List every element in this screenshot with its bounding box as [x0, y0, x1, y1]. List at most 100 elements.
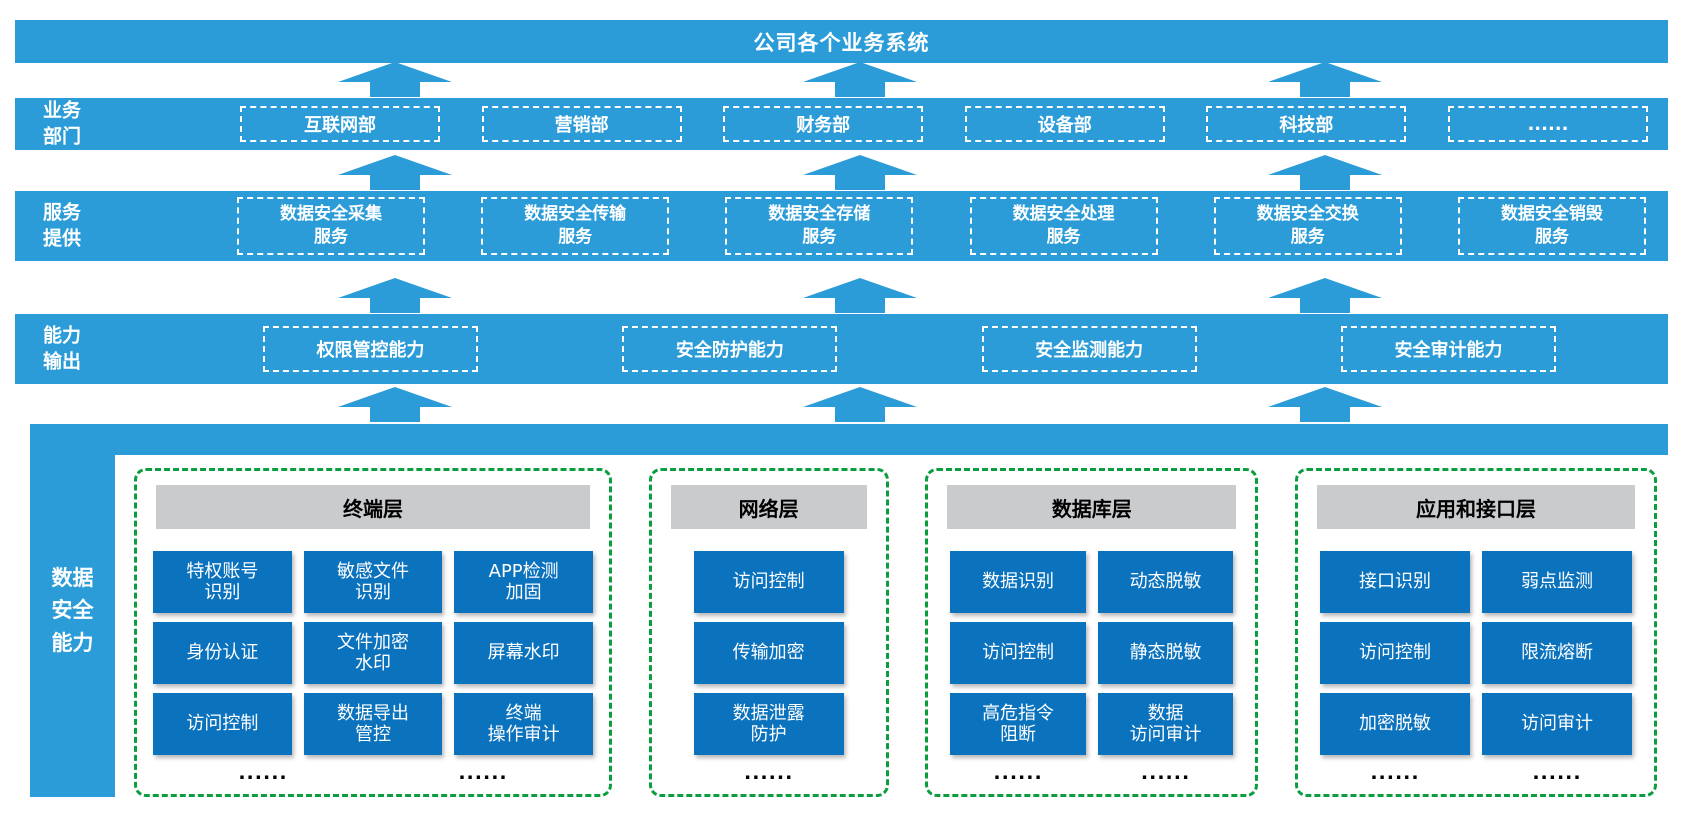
arrow-gap	[0, 278, 1684, 314]
up-arrow	[1268, 155, 1382, 190]
ellipsis-dots-row: ......	[668, 755, 870, 790]
database-layer-grid: 数据识别 动态脱敏 访问控制 静态脱敏 高危指令 阻断 数据 访问审计	[944, 551, 1239, 755]
capability-item: 访问控制	[950, 622, 1086, 684]
capability-item: 弱点监测	[1481, 551, 1632, 613]
capability-item: 访问控制	[153, 693, 292, 755]
capability-item: 身份认证	[153, 622, 292, 684]
business-departments-band: 业务 部门 互联网部 营销部 财务部 设备部 科技部 ......	[15, 98, 1668, 150]
department-boxes: 互联网部 营销部 财务部 设备部 科技部 ......	[240, 98, 1648, 150]
up-arrow-stem	[835, 175, 885, 190]
capability-boxes: 权限管控能力 安全防护能力 安全监测能力 安全审计能力	[263, 314, 1556, 384]
network-layer-box: 网络层 访问控制 传输加密 数据泄露 防护 ......	[648, 468, 889, 797]
up-arrow	[1268, 387, 1382, 422]
capability-item: 数据泄露 防护	[693, 693, 844, 755]
capability-item: 终端 操作审计	[454, 693, 593, 755]
ellipsis-dots: ......	[1532, 761, 1582, 784]
data-security-section-top-band	[30, 424, 1668, 455]
up-arrow-head	[338, 155, 452, 175]
department-box: 营销部	[481, 106, 682, 142]
database-layer-box: 数据库层 数据识别 动态脱敏 访问控制 静态脱敏 高危指令 阻断 数据 访问审计…	[925, 468, 1259, 797]
up-arrow-head	[338, 387, 452, 407]
up-arrow-head	[803, 387, 917, 407]
capability-item: 动态脱敏	[1097, 551, 1234, 613]
capability-item: 限流熔断	[1481, 622, 1632, 684]
ellipsis-dots-row: ...... ......	[1314, 755, 1638, 790]
layer-header-network: 网络层	[670, 485, 867, 529]
capability-item: 静态脱敏	[1097, 622, 1234, 684]
layer-header-terminal: 终端层	[156, 485, 590, 529]
up-arrow-head	[803, 278, 917, 298]
service-provision-band: 服务 提供 数据安全采集 服务 数据安全传输 服务 数据安全存储 服务 数据安全…	[15, 191, 1668, 261]
arrow-gap	[0, 155, 1684, 191]
data-security-capability-label: 数据 安全 能力	[30, 424, 115, 797]
department-box-ellipsis: ......	[1447, 106, 1648, 142]
capability-output-band: 能力 输出 权限管控能力 安全防护能力 安全监测能力 安全审计能力	[15, 314, 1668, 384]
up-arrow-head	[1268, 62, 1382, 82]
capability-item: 文件加密 水印	[303, 622, 443, 684]
capability-item: 数据 访问审计	[1097, 693, 1234, 755]
band-label-business-departments: 业务 部门	[43, 99, 82, 147]
capability-item: 数据导出 管控	[303, 693, 443, 755]
capability-item: 访问审计	[1481, 693, 1632, 755]
up-arrow-stem	[835, 82, 885, 97]
terminal-layer-box: 终端层 特权账号 识别 敏感文件 识别 APP检测 加固 身份认证 文件加密 水…	[134, 468, 612, 797]
ellipsis-dots: ......	[993, 761, 1043, 784]
service-box: 数据安全销毁 服务	[1457, 197, 1646, 255]
up-arrow-stem	[1300, 407, 1350, 422]
capability-item: 屏幕水印	[454, 622, 593, 684]
up-arrow	[338, 62, 452, 97]
service-box: 数据安全存储 服务	[725, 197, 914, 255]
layer-header-app-interface: 应用和接口层	[1316, 485, 1635, 529]
ellipsis-dots: ......	[238, 761, 288, 784]
up-arrow-head	[1268, 155, 1382, 175]
layer-header-database: 数据库层	[947, 485, 1237, 529]
ellipsis-dots: ......	[744, 761, 794, 784]
up-arrow	[803, 62, 917, 97]
service-box: 数据安全采集 服务	[237, 197, 425, 255]
department-box: 科技部	[1206, 106, 1407, 142]
capability-item: 访问控制	[1319, 622, 1470, 684]
up-arrow-head	[803, 62, 917, 82]
up-arrow	[803, 278, 917, 313]
up-arrow	[803, 387, 917, 422]
ellipsis-dots-row: ...... ......	[944, 755, 1239, 790]
up-arrow-stem	[370, 407, 420, 422]
ellipsis-dots: ......	[1370, 761, 1420, 784]
arrow-gap	[0, 62, 1684, 98]
capability-item: 高危指令 阻断	[950, 693, 1086, 755]
service-box: 数据安全处理 服务	[969, 197, 1158, 255]
up-arrow	[338, 155, 452, 190]
up-arrow-head	[803, 155, 917, 175]
capability-item: 数据识别	[950, 551, 1086, 613]
capability-box: 安全防护能力	[622, 326, 838, 372]
up-arrow-stem	[370, 82, 420, 97]
department-box: 互联网部	[240, 106, 440, 142]
terminal-layer-grid: 特权账号 识别 敏感文件 识别 APP检测 加固 身份认证 文件加密 水印 屏幕…	[153, 551, 593, 755]
capability-item: 接口识别	[1319, 551, 1470, 613]
capability-item: 访问控制	[693, 551, 844, 613]
capability-item: 传输加密	[693, 622, 844, 684]
arrow-gap	[0, 387, 1684, 423]
up-arrow	[338, 387, 452, 422]
service-box: 数据安全交换 服务	[1213, 197, 1402, 255]
up-arrow-stem	[370, 298, 420, 313]
up-arrow-head	[1268, 387, 1382, 407]
capability-box: 安全监测能力	[981, 326, 1197, 372]
capability-item: 敏感文件 识别	[303, 551, 443, 613]
service-boxes: 数据安全采集 服务 数据安全传输 服务 数据安全存储 服务 数据安全处理 服务 …	[237, 191, 1646, 261]
department-box: 设备部	[964, 106, 1165, 142]
up-arrow-stem	[1300, 175, 1350, 190]
ellipsis-dots-row: ...... ......	[153, 755, 593, 790]
band-label-service-provision: 服务 提供	[43, 201, 82, 249]
up-arrow-head	[1268, 278, 1382, 298]
band-label-capability-output: 能力 输出	[43, 324, 82, 372]
app-interface-layer-grid: 接口识别 弱点监测 访问控制 限流熔断 加密脱敏 访问审计	[1314, 551, 1638, 755]
up-arrow-stem	[370, 175, 420, 190]
up-arrow-stem	[835, 407, 885, 422]
capability-layers: 终端层 特权账号 识别 敏感文件 识别 APP检测 加固 身份认证 文件加密 水…	[134, 468, 1657, 797]
ellipsis-dots: ......	[458, 761, 508, 784]
top-banner: 公司各个业务系统	[15, 20, 1668, 63]
up-arrow	[803, 155, 917, 190]
ellipsis-dots: ......	[1140, 761, 1191, 784]
department-box: 财务部	[723, 106, 924, 142]
